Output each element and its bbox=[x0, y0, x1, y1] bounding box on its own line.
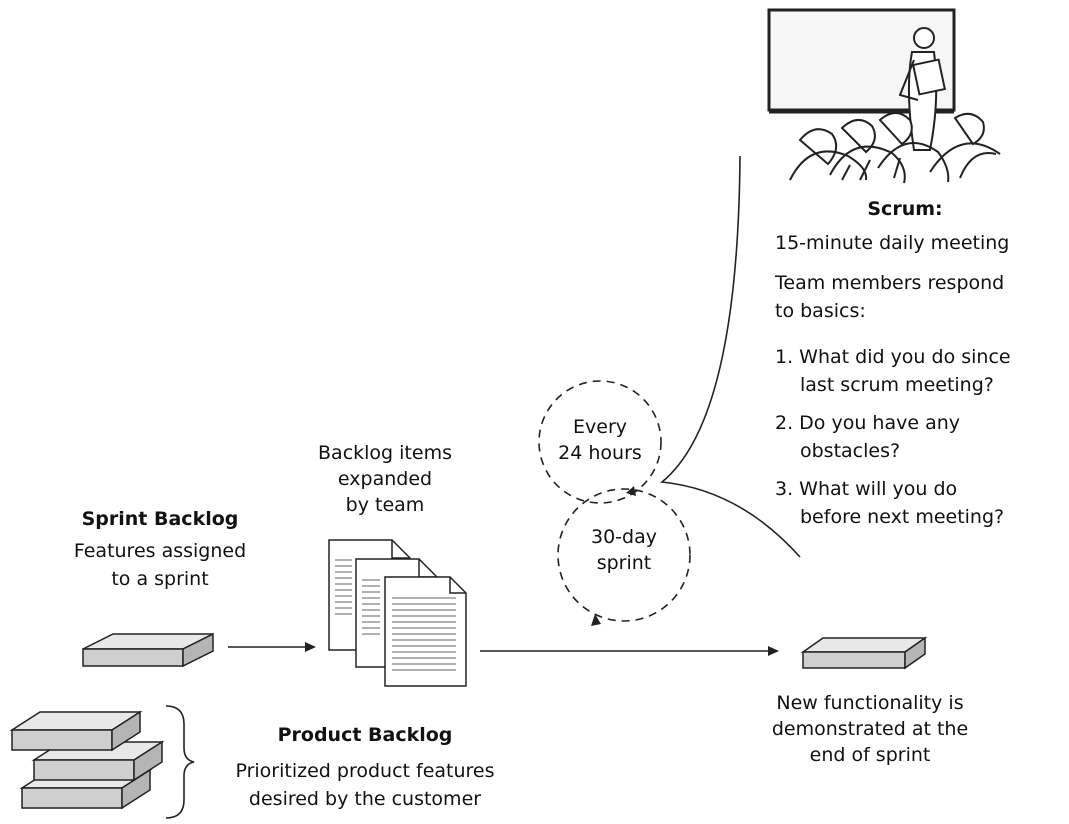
daily-cycle-arrowhead bbox=[626, 486, 636, 496]
backlog-items-line3: by team bbox=[345, 494, 425, 516]
scrum-connector-curve bbox=[660, 155, 801, 558]
sprint-cycle-arrowhead bbox=[591, 614, 601, 626]
scrum-intro-line2: to basics: bbox=[775, 300, 866, 322]
sprint-cycle-line2: sprint bbox=[596, 552, 652, 574]
scrum-intro-line1: Team members respond bbox=[775, 272, 1005, 294]
product-backlog-brace bbox=[165, 705, 195, 819]
sprint-backlog-title: Sprint Backlog bbox=[81, 508, 239, 530]
sprint-backlog-desc-line1: Features assigned bbox=[73, 540, 247, 562]
arrowhead-1 bbox=[305, 642, 316, 652]
scrum-question-3-line2: before next meeting? bbox=[800, 506, 1005, 528]
backlog-items-line2: expanded bbox=[337, 468, 433, 490]
daily-cycle-line1: Every bbox=[573, 416, 627, 438]
product-backlog-line2: desired by the customer bbox=[248, 788, 482, 810]
new-functionality-box-icon bbox=[800, 636, 928, 670]
scrum-question-2-line2: obstacles? bbox=[800, 440, 901, 462]
daily-cycle-line2: 24 hours bbox=[558, 442, 642, 464]
new-functionality-line1: New functionality is bbox=[776, 692, 964, 714]
sprint-backlog-box-icon bbox=[82, 632, 214, 668]
scrum-question-2-line1: 2. Do you have any bbox=[775, 412, 960, 434]
scrum-question-1-line2: last scrum meeting? bbox=[800, 374, 994, 396]
backlog-documents-icon bbox=[328, 539, 467, 687]
scrum-subtitle: 15-minute daily meeting bbox=[775, 232, 1010, 254]
sprint-cycle-circle bbox=[557, 488, 691, 622]
meeting-illustration bbox=[767, 8, 1001, 184]
product-backlog-title: Product Backlog bbox=[277, 724, 453, 746]
sprint-cycle-line1: 30-day bbox=[591, 526, 657, 548]
new-functionality-line2: demonstrated at the bbox=[771, 718, 969, 740]
scrum-title: Scrum: bbox=[867, 198, 943, 220]
backlog-items-line1: Backlog items bbox=[318, 442, 452, 464]
daily-cycle-circle bbox=[538, 380, 662, 504]
product-backlog-stack-icon bbox=[9, 710, 165, 810]
scrum-question-3-line1: 3. What will you do bbox=[775, 478, 958, 500]
sprint-backlog-desc-line2: to a sprint bbox=[111, 568, 209, 590]
new-functionality-line3: end of sprint bbox=[809, 744, 931, 766]
product-backlog-line1: Prioritized product features bbox=[235, 760, 495, 782]
arrowhead-2 bbox=[768, 646, 779, 656]
scrum-question-1-line1: 1. What did you do since bbox=[775, 346, 1011, 368]
